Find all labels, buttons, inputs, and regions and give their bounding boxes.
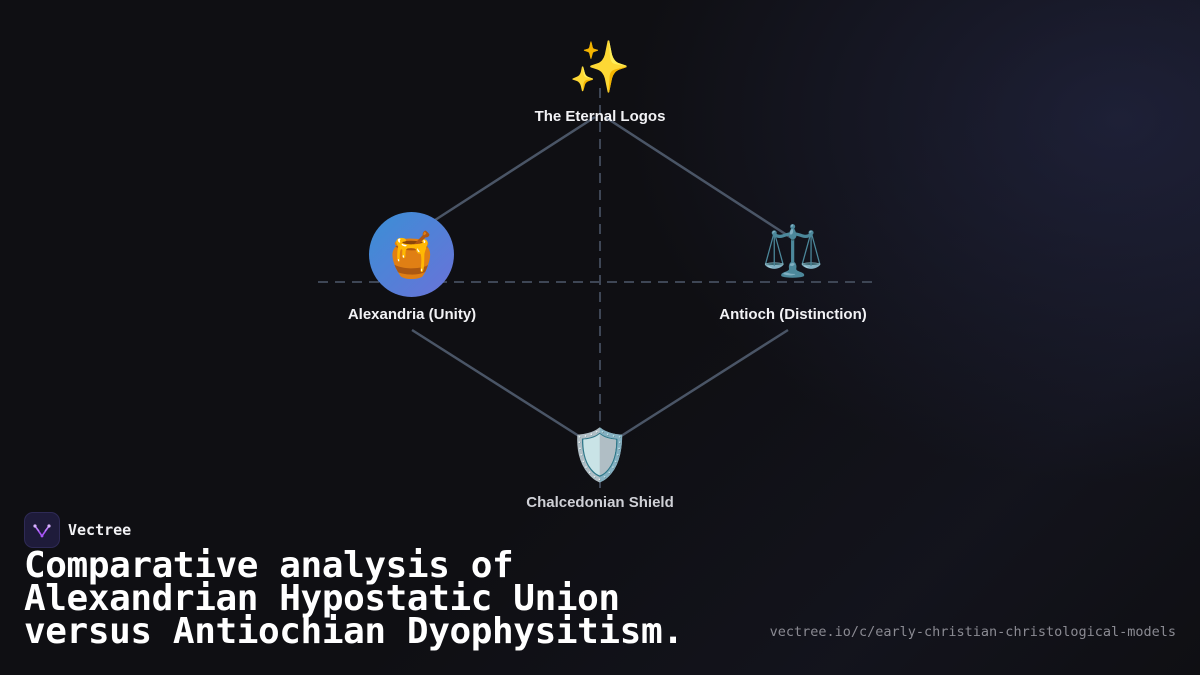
node-antioch[interactable]: ⚖️	[758, 226, 828, 276]
connector-logos-alexandria	[431, 115, 596, 224]
sparkles-icon: ✨	[568, 39, 632, 95]
connector-antioch-chalcedon	[617, 328, 789, 440]
vectree-logo-icon	[24, 512, 60, 548]
headline: Comparative analysis of Alexandrian Hypo…	[24, 545, 684, 652]
node-alexandria[interactable]: 🍯	[369, 212, 454, 297]
shield-icon: 🛡️	[568, 427, 632, 483]
brand[interactable]: Vectree	[24, 512, 131, 548]
node-alexandria-label: Alexandria (Unity)	[347, 306, 477, 323]
node-logos-label: The Eternal Logos	[534, 108, 666, 125]
node-logos[interactable]: ✨	[565, 42, 635, 92]
brand-name: Vectree	[68, 521, 132, 539]
node-antioch-label: Antioch (Distinction)	[719, 306, 867, 323]
connector-alexandria-chalcedon	[411, 328, 583, 440]
source-url[interactable]: vectree.io/c/early-christian-christologi…	[769, 624, 1176, 640]
honey-pot-icon: 🍯	[384, 230, 439, 280]
node-chalcedon-label: Chalcedonian Shield	[526, 494, 674, 511]
balance-scale-icon: ⚖️	[761, 223, 825, 279]
node-chalcedon[interactable]: 🛡️	[565, 430, 635, 480]
connector-logos-antioch	[604, 115, 791, 239]
